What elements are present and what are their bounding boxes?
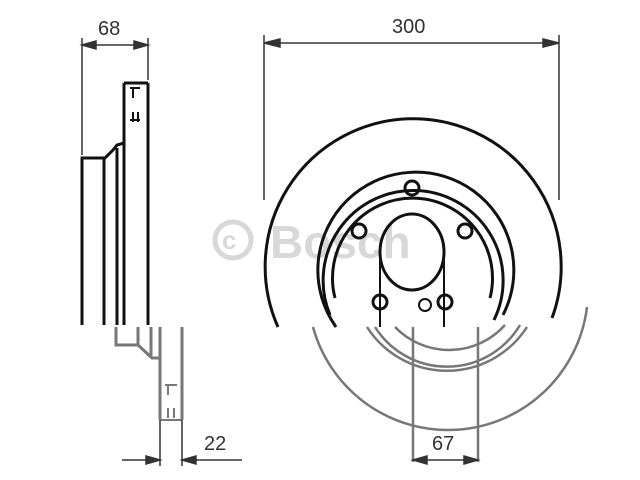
bolt-hole bbox=[350, 222, 368, 240]
bolt-hole bbox=[403, 179, 421, 197]
dim-label-hub-height: 67 bbox=[432, 433, 454, 455]
dim-label-diameter: 300 bbox=[392, 16, 425, 38]
disc-front-view bbox=[263, 117, 563, 328]
disc-side-profile bbox=[80, 81, 150, 325]
bolt-hole bbox=[456, 222, 474, 240]
center-bore bbox=[378, 212, 446, 292]
dim-label-thickness: 68 bbox=[98, 18, 120, 40]
dim-label-min-thickness: 22 bbox=[204, 433, 226, 455]
svg-text:c: c bbox=[222, 225, 236, 255]
disc-front-section bbox=[311, 306, 589, 462]
locating-hole bbox=[418, 298, 432, 312]
disc-side-section bbox=[114, 327, 184, 421]
